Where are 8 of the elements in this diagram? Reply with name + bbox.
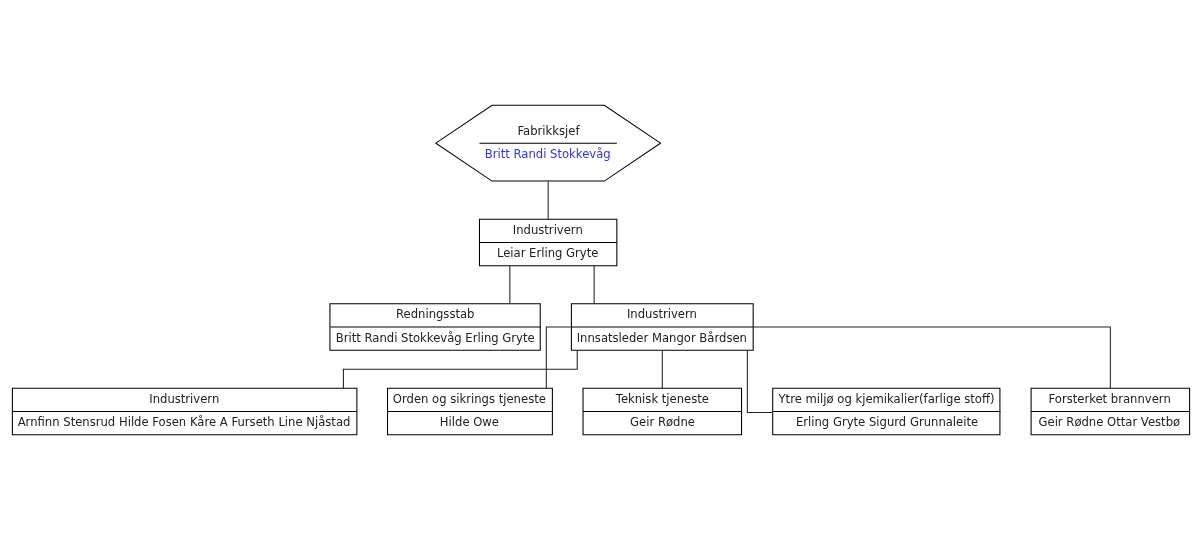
connector [509,265,511,305]
connector [752,326,1111,389]
connector [746,349,774,414]
connector [547,180,549,220]
connector [545,326,572,389]
connector [661,350,663,389]
connector [342,350,578,389]
connector [593,265,595,305]
